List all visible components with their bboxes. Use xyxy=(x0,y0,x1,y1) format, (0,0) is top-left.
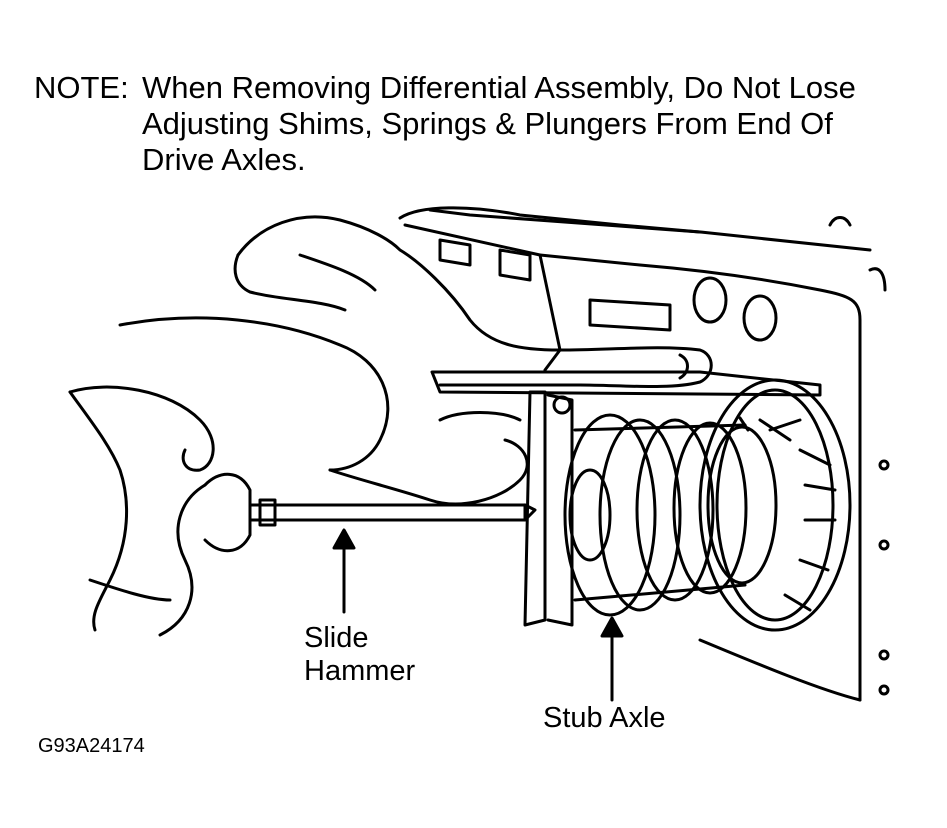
slide-hammer-label-line-2: Hammer xyxy=(304,655,416,687)
note-text: When Removing Differential Assembly, Do … xyxy=(142,70,932,178)
puller-bracket xyxy=(430,370,822,627)
differential-housing xyxy=(398,206,890,702)
stub-axle-assembly xyxy=(563,378,852,632)
slide-hammer-arrowhead xyxy=(332,528,356,550)
stub-axle-label: Stub Axle xyxy=(543,702,666,734)
stub-axle-arrowhead xyxy=(600,616,624,638)
slide-hammer xyxy=(203,472,537,553)
callout-arrows xyxy=(332,528,624,702)
note-line-3: Drive Axles. xyxy=(142,142,306,177)
upper-hand xyxy=(233,215,713,389)
lower-hand xyxy=(68,316,529,637)
figure-code: G93A24174 xyxy=(38,735,145,757)
note-line-1: When Removing Differential Assembly, Do … xyxy=(142,70,856,105)
slide-hammer-label-line-1: Slide xyxy=(304,622,369,654)
slide-hammer-label: Slide Hammer xyxy=(304,622,415,688)
note-label: NOTE: xyxy=(34,70,129,105)
note-line-2: Adjusting Shims, Springs & Plungers From… xyxy=(142,106,833,141)
